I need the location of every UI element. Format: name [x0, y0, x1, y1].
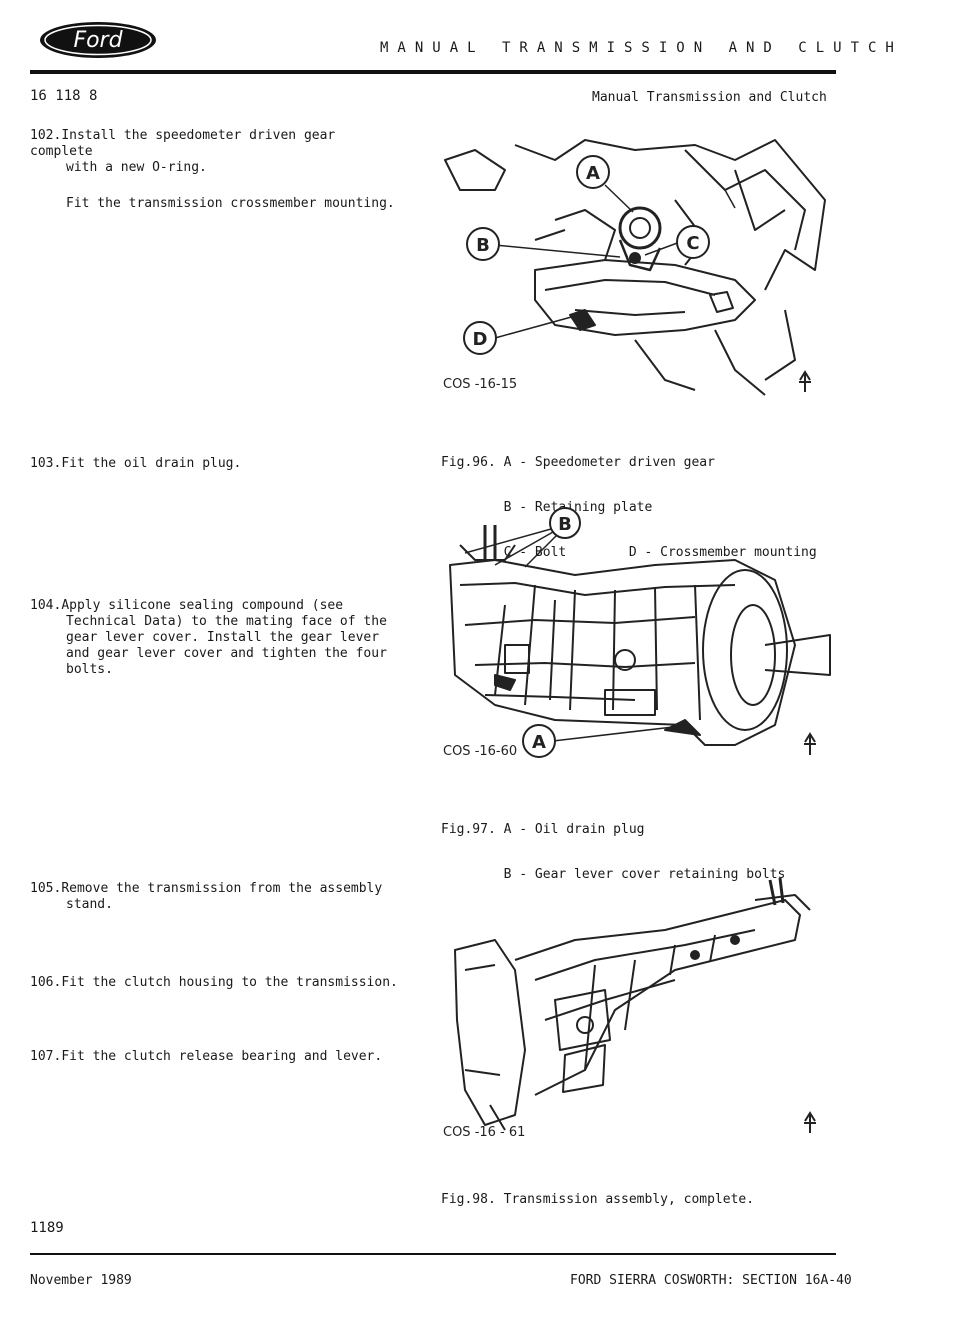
- logo-text: Ford: [73, 28, 123, 53]
- step-number: 105.: [30, 881, 61, 896]
- footer-rule: [30, 1253, 836, 1255]
- step-103: 103.Fit the oil drain plug.: [30, 456, 400, 472]
- step-line: Fit the clutch housing to the transmissi…: [61, 975, 398, 990]
- callout-b: B: [476, 235, 490, 256]
- page-number: 1189: [30, 1220, 64, 1236]
- step-line: gear lever cover. Install the gear lever: [30, 630, 400, 646]
- figure-96-ref: COS -16-15: [443, 377, 517, 392]
- step-line: Install the speedometer driven gear comp…: [30, 128, 335, 159]
- figure-98-caption: Fig.98. Transmission assembly, complete.: [441, 1162, 754, 1222]
- callout-c: C: [686, 233, 699, 254]
- document-code: 16 118 8: [30, 88, 97, 104]
- step-line: Fit the transmission crossmember mountin…: [30, 196, 400, 212]
- step-102: 102.Install the speedometer driven gear …: [30, 128, 400, 212]
- step-line: Fit the oil drain plug.: [61, 456, 241, 471]
- figure-97-illustration: B A COS -16-60: [435, 505, 835, 760]
- footer-section: FORD SIERRA COSWORTH: SECTION 16A-40: [570, 1273, 852, 1288]
- section-heading: Manual Transmission and Clutch: [592, 90, 827, 105]
- step-106: 106.Fit the clutch housing to the transm…: [30, 975, 400, 991]
- step-line: bolts.: [30, 662, 400, 678]
- step-number: 104.: [30, 598, 61, 613]
- caption-line: Fig.97. A - Oil drain plug: [441, 822, 785, 837]
- step-number: 103.: [30, 456, 61, 471]
- caption-line: Fig.98. Transmission assembly, complete.: [441, 1192, 754, 1207]
- footer-date: November 1989: [30, 1273, 132, 1288]
- step-line: [30, 176, 400, 192]
- step-line: Technical Data) to the mating face of th…: [30, 614, 400, 630]
- step-line: with a new O-ring.: [30, 160, 400, 176]
- figure-98-illustration: COS -16 - 61: [435, 870, 835, 1140]
- step-line: Apply silicone sealing compound (see: [61, 598, 343, 613]
- step-line: and gear lever cover and tighten the fou…: [30, 646, 400, 662]
- header-rule: [30, 70, 836, 74]
- step-104: 104.Apply silicone sealing compound (see…: [30, 598, 400, 678]
- step-number: 106.: [30, 975, 61, 990]
- ford-logo: Ford: [38, 20, 158, 64]
- figure-96-illustration: A B C D COS -16-15: [435, 130, 835, 400]
- caption-line: Fig.96. A - Speedometer driven gear: [441, 455, 817, 470]
- figure-98-ref: COS -16 - 61: [443, 1125, 525, 1140]
- step-105: 105.Remove the transmission from the ass…: [30, 881, 400, 913]
- step-line: stand.: [30, 897, 400, 913]
- callout-b: B: [558, 514, 572, 535]
- step-number: 102.: [30, 128, 61, 143]
- callout-a: A: [532, 732, 546, 753]
- step-line: Remove the transmission from the assembl…: [61, 881, 382, 896]
- page-header-title: MANUAL TRANSMISSION AND CLUTCH: [380, 40, 903, 56]
- figure-97-ref: COS -16-60: [443, 744, 517, 759]
- step-number: 107.: [30, 1049, 61, 1064]
- callout-a: A: [586, 163, 600, 184]
- callout-d: D: [473, 329, 488, 350]
- step-line: Fit the clutch release bearing and lever…: [61, 1049, 382, 1064]
- step-107: 107.Fit the clutch release bearing and l…: [30, 1049, 400, 1065]
